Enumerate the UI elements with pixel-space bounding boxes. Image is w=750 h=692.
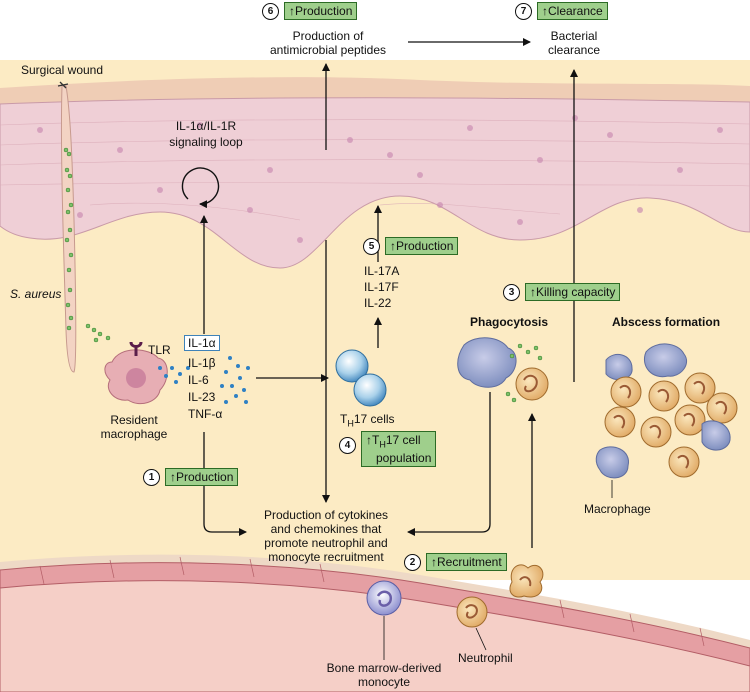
label-s-aureus: S. aureus [10, 287, 62, 301]
label-il22: IL-22 [364, 296, 392, 310]
label-bm-monocyte-2: monocyte [357, 675, 411, 689]
arrow-il1-to-production [203, 432, 247, 536]
label-bacterial-clearance-2: clearance [547, 43, 601, 57]
vessel-endothelium-lines [39, 556, 705, 647]
cytokine-dots [158, 356, 250, 404]
label-antimicrobial-2: antimicrobial peptides [269, 43, 387, 57]
step-badge-6: ↑Production [284, 2, 358, 20]
step-marker-4: 4 [339, 437, 356, 454]
tlr-receptor [129, 341, 143, 356]
label-neutrophil: Neutrophil [458, 651, 513, 665]
label-il1-loop-1: IL-1α/IL-1R [175, 119, 237, 133]
step-badge-4-text-1: TH17 cell [372, 433, 421, 450]
label-production-cytokines-1: Production of cytokines [263, 508, 389, 522]
label-production-cytokines-3: promote neutrophil and [264, 536, 388, 550]
epidermis-cells [0, 119, 750, 221]
label-abscess-formation: Abscess formation [612, 315, 721, 329]
label-il23: IL-23 [188, 390, 216, 404]
step-badge-4-text-2: population [376, 451, 432, 466]
label-resident-macrophage-2: macrophage [100, 427, 168, 441]
step-badge-5: ↑Production [385, 237, 459, 255]
step-badge-7-text: Clearance [548, 4, 603, 18]
bm-monocyte-cell [366, 580, 402, 616]
step-badge-6-text: Production [295, 4, 353, 18]
step-marker-1: 1 [143, 469, 160, 486]
step-marker-6: 6 [262, 3, 279, 20]
label-il17a: IL-17A [364, 264, 400, 278]
il1-loop-arrow [181, 167, 220, 209]
step-badge-2-text: Recruitment [437, 555, 502, 569]
step-marker-3: 3 [503, 284, 520, 301]
step-badge-3-text: Killing capacity [536, 285, 616, 299]
label-phagocytosis: Phagocytosis [470, 315, 549, 329]
label-il1b: IL-1β [188, 356, 216, 370]
th17-cells-graphic [335, 349, 387, 407]
bacteria-in-wound [63, 147, 111, 343]
step-marker-7: 7 [515, 3, 532, 20]
label-th17-cells: TH17 cells [340, 412, 395, 429]
label-antimicrobial-1: Production of [292, 29, 364, 43]
label-tnfa: TNF-α [188, 407, 223, 421]
label-bm-monocyte-1: Bone marrow-derived [326, 661, 442, 675]
step-badge-4: ↑TH17 cell population [361, 431, 437, 468]
label-macrophage: Macrophage [584, 502, 651, 516]
label-il17f: IL-17F [364, 280, 399, 294]
label-il1-loop-2: signaling loop [169, 135, 243, 149]
label-production-cytokines-4: monocyte recruitment [268, 550, 384, 564]
step-badge-5-text: Production [396, 239, 454, 253]
epidermis [0, 97, 750, 269]
label-resident-macrophage-1: Resident [110, 413, 158, 427]
blood-vessel-lumen [0, 580, 750, 692]
label-il6: IL-6 [188, 373, 209, 387]
step-marker-5: 5 [363, 238, 380, 255]
abscess-cells [595, 343, 738, 479]
arrow-phagocytosis-to-production [407, 392, 491, 536]
step-badge-1: ↑Production [165, 468, 239, 486]
neutrophil-cells [456, 564, 544, 628]
label-bacterial-clearance-1: Bacterial [550, 29, 598, 43]
step-badge-1-text: Production [176, 470, 234, 484]
label-tlr: TLR [148, 343, 171, 357]
label-il1a: IL-1α [184, 335, 220, 351]
epidermis-nuclei [37, 115, 723, 243]
phagocytosis-cells [457, 337, 549, 403]
resident-macrophage-cell [104, 341, 168, 405]
label-production-cytokines-2: and chemokines that [270, 522, 382, 536]
step-badge-7: ↑Clearance [537, 2, 608, 20]
step-badge-2: ↑Recruitment [426, 553, 507, 571]
leader-neutrophil [475, 627, 487, 651]
suture-mark [57, 81, 69, 89]
label-surgical-wound: Surgical wound [20, 63, 104, 77]
step-badge-3: ↑Killing capacity [525, 283, 621, 301]
step-marker-2: 2 [404, 554, 421, 571]
